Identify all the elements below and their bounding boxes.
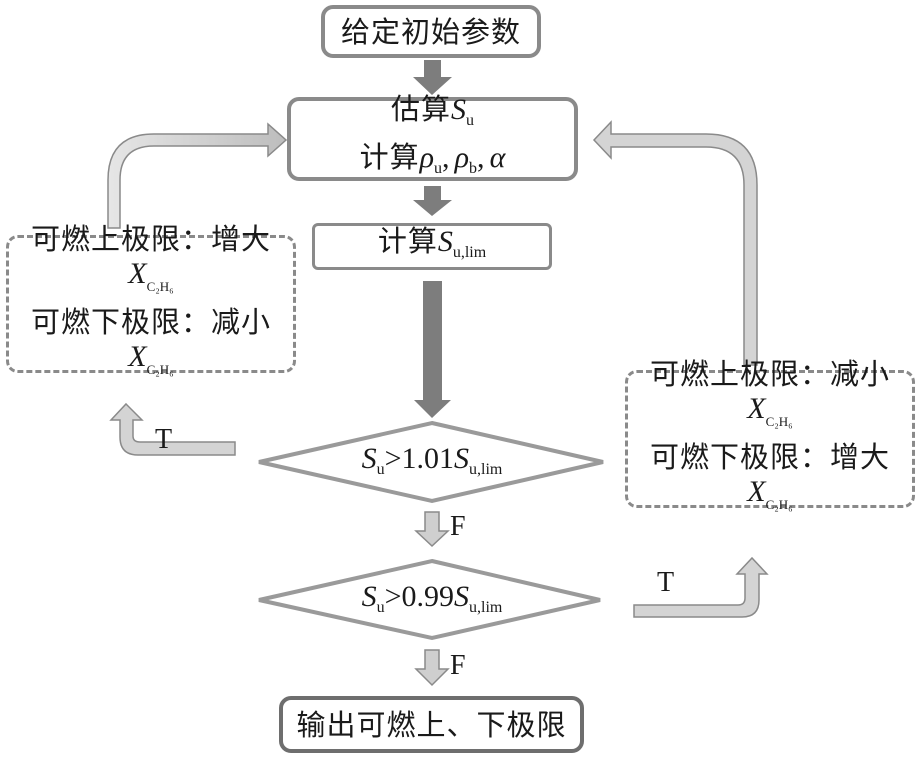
right-upper-var: XC₂H₆ xyxy=(747,392,793,429)
start-node-text: 给定初始参数 xyxy=(340,14,521,49)
edge-label-cond2-false: F xyxy=(450,650,466,681)
arrow-cond1-false xyxy=(414,511,450,548)
start-node: 给定初始参数 xyxy=(321,5,541,58)
arrow-estimate-to-compute xyxy=(413,186,452,216)
decision-diamond-2 xyxy=(258,558,601,641)
left-adjust-node: 可燃上极限：增大 XC₂H₆ 可燃下极限：减小 XC₂H₆ xyxy=(6,222,296,377)
edge-label-cond1-true: T xyxy=(155,424,173,455)
left-lower-var: XC₂H₆ xyxy=(128,340,174,377)
end-node: 输出可燃上、下极限 xyxy=(279,696,584,753)
right-lower-rule: 可燃下极限：增大 xyxy=(649,440,890,474)
estimate-node: 估算Su 计算ρu, ρb, α xyxy=(287,92,578,181)
arrow-compute-to-cond1 xyxy=(414,281,451,418)
compute-rho-alpha-line: 计算ρu, ρb, α xyxy=(359,140,506,177)
right-upper-rule: 可燃上极限：减小 xyxy=(649,357,890,391)
arrow-cond2-true xyxy=(633,556,769,618)
estimate-su-line: 估算Su xyxy=(390,92,474,129)
edge-label-cond2-true: T xyxy=(657,567,675,598)
left-upper-var: XC₂H₆ xyxy=(128,257,174,294)
condition-1-text: Su>1.01Su,lim xyxy=(361,442,503,478)
arrow-start-to-estimate xyxy=(413,60,452,95)
arrow-right-to-estimate xyxy=(592,120,758,366)
compute-limit-text: 计算Su,lim xyxy=(377,223,487,261)
left-upper-rule: 可燃上极限：增大 xyxy=(30,222,271,256)
arrow-cond1-true xyxy=(109,402,236,456)
condition-2-text: Su>0.99Su,lim xyxy=(361,580,503,616)
compute-limit-node: 计算Su,lim xyxy=(312,223,552,270)
right-adjust-node: 可燃上极限：减小 XC₂H₆ 可燃下极限：增大 XC₂H₆ xyxy=(625,357,915,512)
edge-label-cond1-false: F xyxy=(450,511,466,542)
right-lower-var: XC₂H₆ xyxy=(747,475,793,512)
decision-diamond-1 xyxy=(258,420,604,504)
end-node-text: 输出可燃上、下极限 xyxy=(296,707,567,742)
arrow-cond2-false xyxy=(414,649,450,687)
arrow-left-to-estimate xyxy=(107,122,288,229)
left-lower-rule: 可燃下极限：减小 xyxy=(30,305,271,339)
